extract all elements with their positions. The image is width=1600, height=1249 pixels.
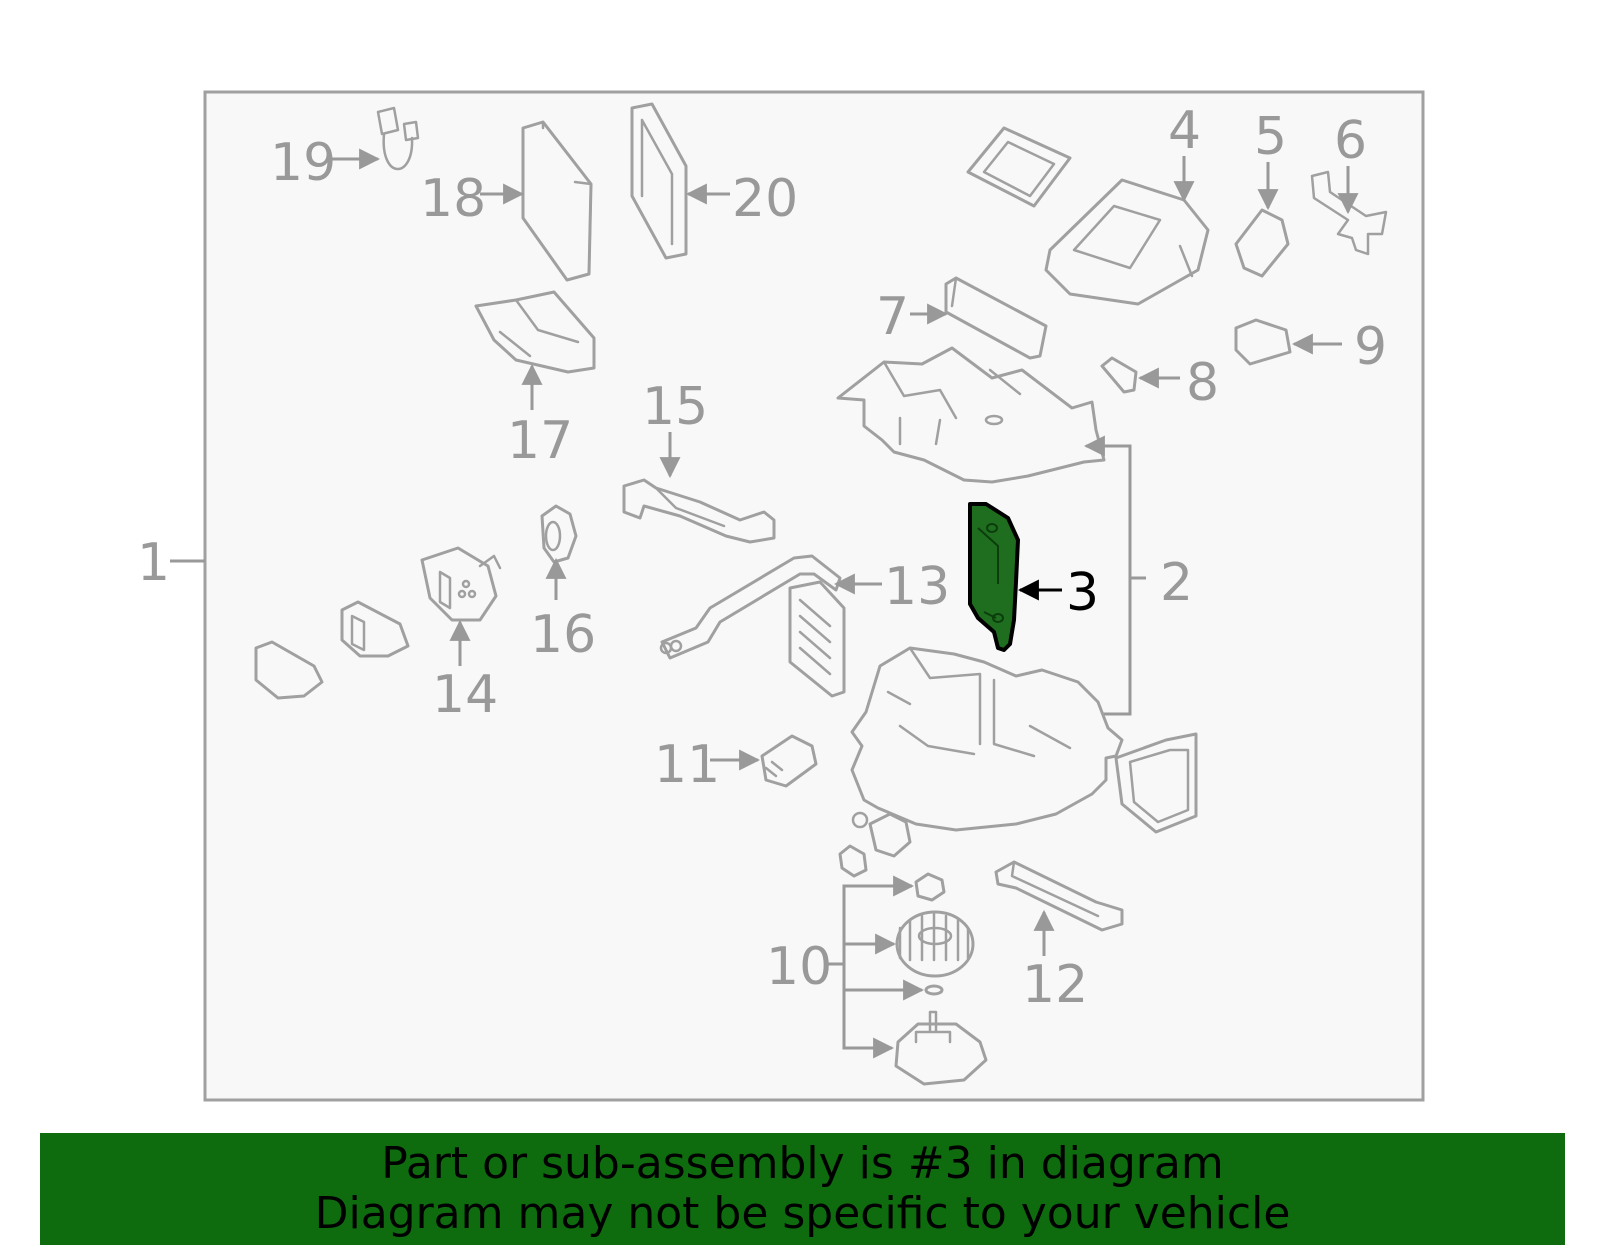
callout-5: 5 [1254, 107, 1287, 167]
callout-17: 17 [507, 411, 573, 471]
part-18-filter [521, 120, 593, 282]
callout-11: 11 [654, 735, 720, 795]
callout-13: 13 [884, 557, 950, 617]
leader-10-bracket [828, 875, 915, 966]
part-19-connector [376, 106, 420, 171]
part-6-bracket [1310, 170, 1388, 256]
part-10-blower [894, 872, 988, 1086]
callout-12: 12 [1022, 955, 1088, 1015]
part-2-upper-case [836, 346, 1106, 484]
part-3-highlighted [968, 502, 1020, 652]
part-4-housing [966, 126, 1210, 306]
part-12-duct [994, 860, 1124, 932]
callout-4: 4 [1168, 101, 1201, 161]
part-17-duct [474, 290, 596, 374]
part-15-pipe [622, 478, 776, 544]
leader-2-bracket [1083, 435, 1146, 580]
callout-6: 6 [1334, 111, 1367, 171]
part-16-grommet [540, 504, 578, 564]
callout-20: 20 [732, 169, 798, 229]
callout-1: 1 [137, 533, 170, 593]
callout-14: 14 [432, 665, 498, 725]
callout-16: 16 [530, 605, 596, 665]
callout-8: 8 [1186, 353, 1219, 413]
part-20-air-filter [630, 102, 688, 260]
part-8-clip [1100, 356, 1138, 394]
callout-19: 19 [270, 133, 336, 193]
leader-10-motor [842, 964, 895, 1059]
part-2-lower-case [838, 646, 1124, 878]
callout-3: 3 [1066, 563, 1099, 623]
callout-2: 2 [1160, 553, 1193, 613]
banner-line-2: Diagram may not be specific to your vehi… [314, 1188, 1291, 1239]
banner-line-1: Part or sub-assembly is #3 in diagram [381, 1138, 1224, 1189]
part-9-sensor [1234, 318, 1292, 366]
callout-18: 18 [420, 169, 486, 229]
callout-9: 9 [1354, 317, 1387, 377]
part-11-connector [760, 734, 818, 788]
callout-7: 7 [876, 287, 909, 347]
callout-10: 10 [766, 937, 832, 997]
callout-15: 15 [642, 377, 708, 437]
part-14-seal [254, 546, 502, 700]
info-banner: Part or sub-assembly is #3 in diagram Di… [40, 1133, 1565, 1245]
part-case-side-panel [1114, 732, 1198, 834]
